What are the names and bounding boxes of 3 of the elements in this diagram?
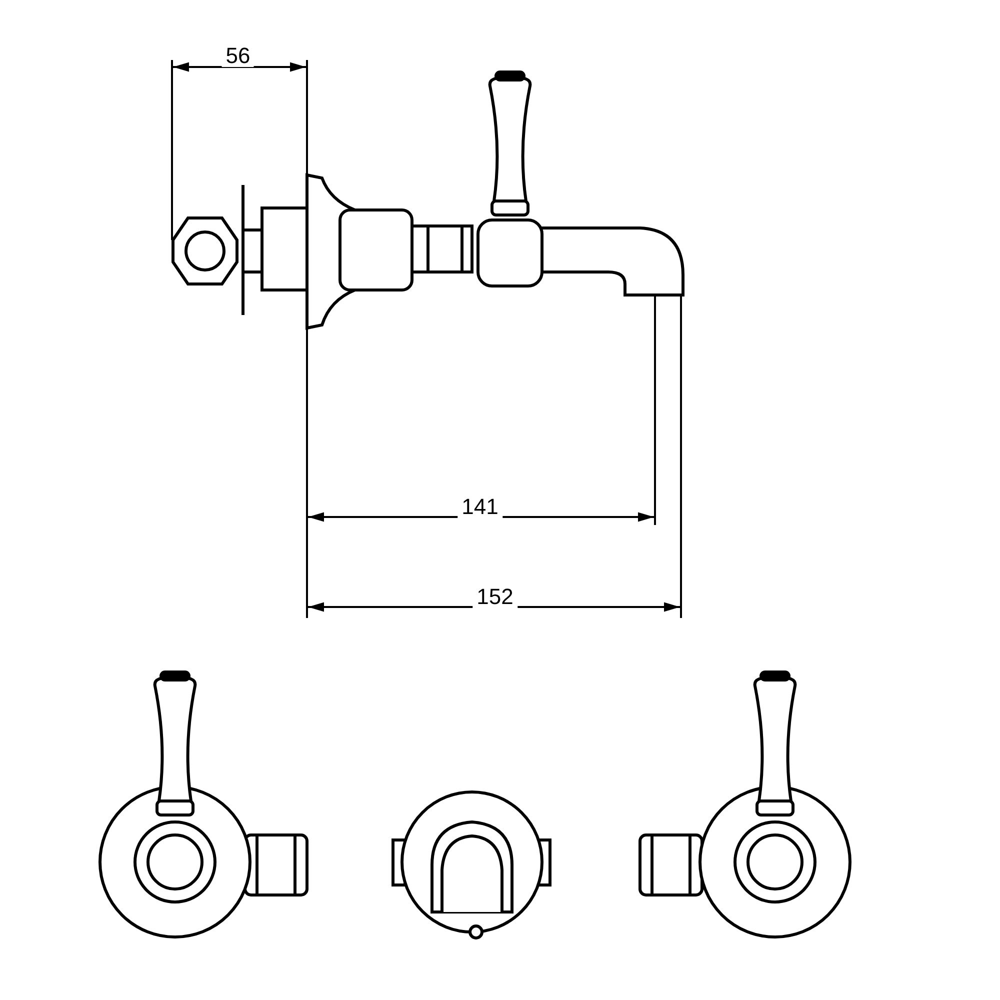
dimension-label: 141 (458, 496, 502, 518)
dimension-label: 152 (472, 586, 518, 608)
dimension-label: 56 (222, 45, 254, 67)
